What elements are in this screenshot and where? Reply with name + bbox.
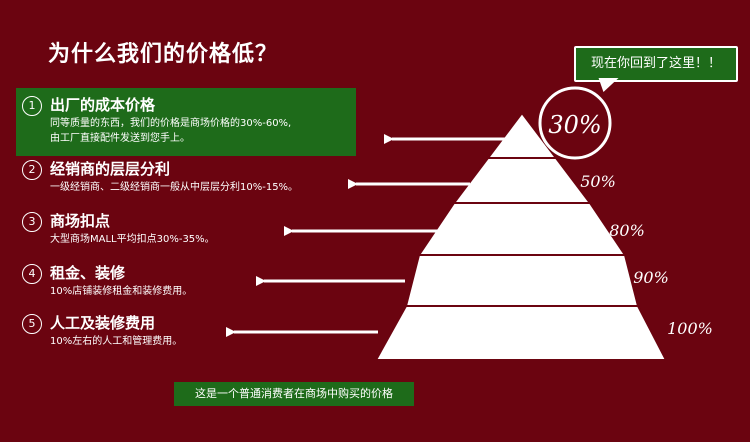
pyramid-tier-2 [451, 157, 593, 204]
item-number: 3 [22, 212, 42, 232]
item-number: 2 [22, 160, 42, 180]
desc-line: 10%店铺装修租金和装修费用。 [50, 286, 193, 297]
item-heading: 人工及装修费用 [50, 314, 156, 332]
pyramid-label-4: 90% [633, 268, 669, 287]
desc-line: 同等质量的东西，我们的价格是商场价格的30%-60%, [50, 118, 292, 129]
item-description: 10%左右的人工和管理费用。 [50, 334, 182, 349]
item-description: 10%店铺装修租金和装修费用。 [50, 284, 192, 299]
item-heading: 出厂的成本价格 [50, 96, 156, 114]
highlight-box [16, 88, 356, 156]
highlight-circle [538, 86, 612, 160]
desc-line: 大型商场MALL平均扣点30%-35%。 [50, 234, 215, 245]
pyramid-label-1: 30% [548, 111, 601, 139]
item-description: 一级经销商、二级经销商一般从中层层分利10%-15%。 [50, 180, 298, 195]
pyramid-label-3: 80% [609, 221, 645, 240]
pyramid-label-5: 100% [667, 319, 713, 338]
callout-bubble: 现在你回到了这里！！ [574, 46, 738, 82]
pyramid-tier-5 [374, 305, 668, 361]
item-heading: 经销商的层层分利 [50, 160, 171, 178]
desc-line: 一级经销商、二级经销商一般从中层层分利10%-15%。 [50, 182, 299, 193]
pyramid-label-2: 50% [580, 172, 616, 191]
item-heading: 商场扣点 [50, 212, 111, 230]
item-number: 5 [22, 314, 42, 334]
desc-line: 10%左右的人工和管理费用。 [50, 336, 183, 347]
item-number: 4 [22, 264, 42, 284]
item-number: 1 [22, 96, 42, 116]
pyramid-tier-4 [404, 254, 640, 307]
item-description: 大型商场MALL平均扣点30%-35%。 [50, 232, 215, 247]
page-title: 为什么我们的价格低？ [48, 42, 279, 67]
pyramid-tier-3 [417, 202, 627, 256]
item-heading: 租金、装修 [50, 264, 126, 282]
desc-line: 由工厂直接配件发送到您手上。 [50, 133, 190, 144]
bottom-label: 这是一个普通消费者在商场中购买的价格 [174, 382, 414, 406]
item-description: 同等质量的东西，我们的价格是商场价格的30%-60%, 由工厂直接配件发送到您手… [50, 116, 291, 146]
